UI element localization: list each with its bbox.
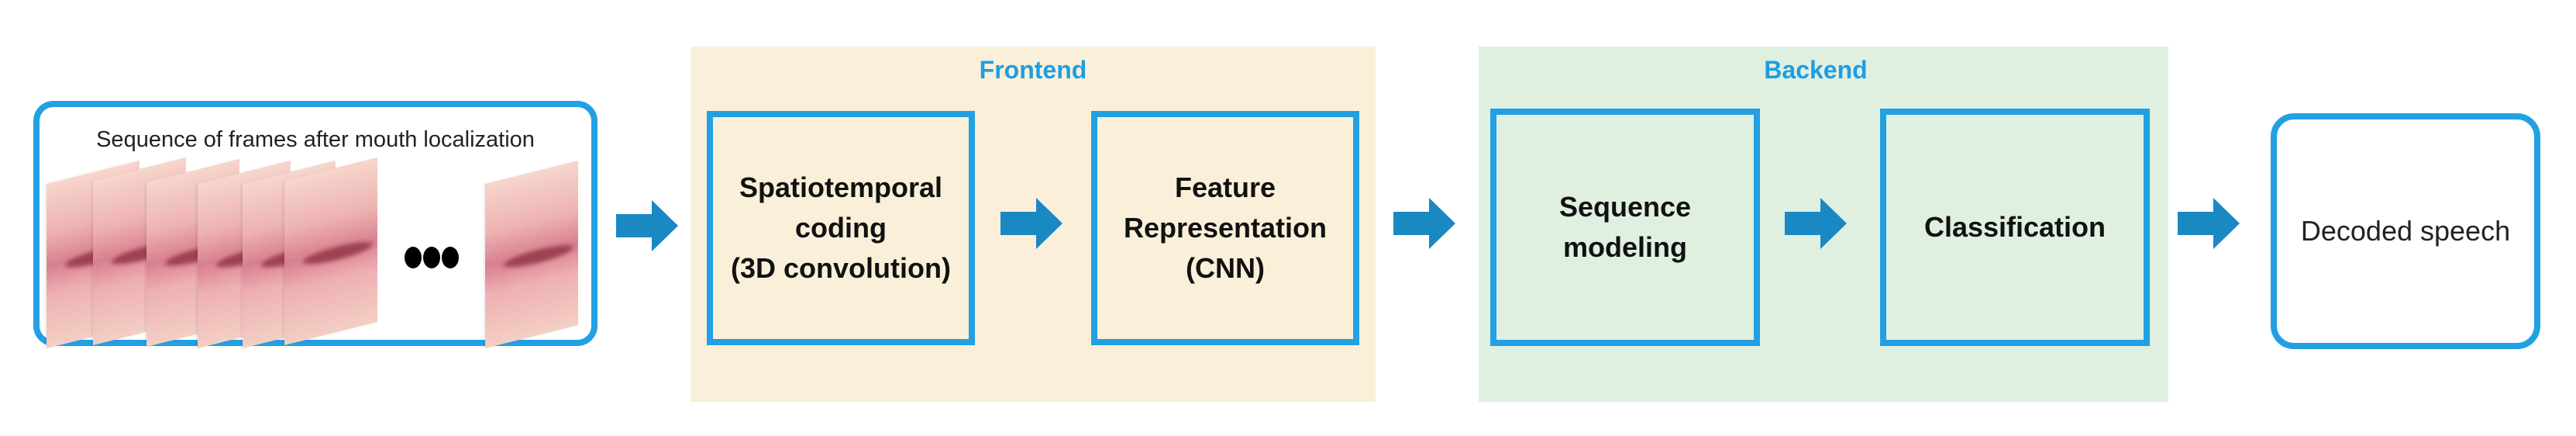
feature-representation-block: Feature Representation (CNN): [1091, 111, 1359, 345]
input-frames-box: Sequence of frames after mouth localizat…: [33, 101, 598, 346]
spatiotemporal-coding-block: Spatiotemporal coding (3D convolution): [707, 111, 975, 345]
mouth-frame: [284, 157, 377, 345]
arrow-right-icon: [616, 200, 678, 251]
arrow-right-icon: [1000, 198, 1062, 249]
decoded-speech-box: Decoded speech: [2271, 113, 2540, 349]
arrow-right-icon: [2178, 198, 2240, 249]
input-caption: Sequence of frames after mouth localizat…: [96, 127, 535, 152]
sequence-modeling-block: Sequence modeling: [1490, 109, 1760, 346]
frontend-title: Frontend: [979, 56, 1087, 84]
classification-block: Classification: [1880, 109, 2150, 346]
backend-title: Backend: [1764, 56, 1868, 84]
mouth-frame: [485, 161, 578, 348]
arrow-right-icon: [1785, 198, 1847, 249]
arrow-right-icon: [1393, 198, 1455, 249]
